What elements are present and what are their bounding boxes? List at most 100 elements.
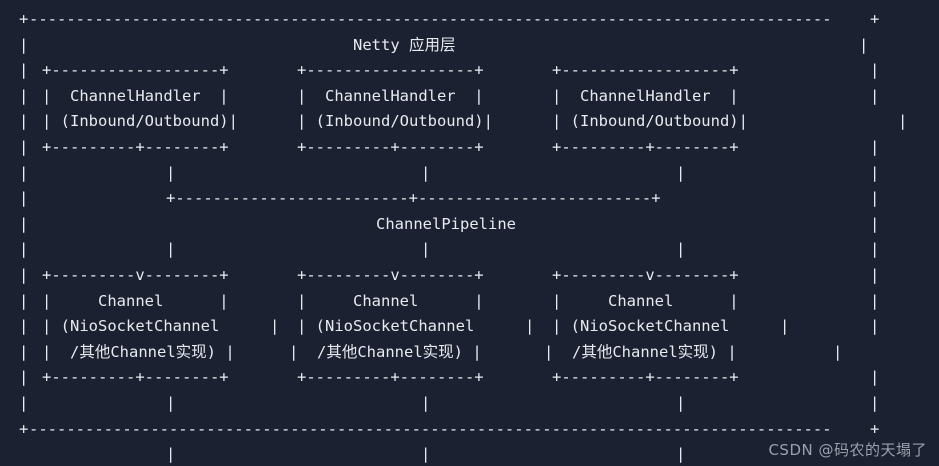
handler-box-bottom-cell-0: | xyxy=(19,138,29,156)
pipeline-bus-row-cell-0: | xyxy=(19,189,29,208)
connector-row-1-cell-4: | xyxy=(870,163,880,182)
connector-row-1: | | | | | xyxy=(0,161,939,187)
channel-box-bottom-cell-1: +---------+--------+ xyxy=(42,368,229,387)
handler-sublabel-row: | (Inbound/Outbound)| | (Inbound/Outbound… xyxy=(0,109,939,135)
connector-row-2: | | | | | xyxy=(0,237,939,263)
title-row-cell-0: | xyxy=(19,35,29,54)
pipeline-label-row-cell-1: ChannelPipeline xyxy=(376,214,516,233)
outer-bottom-border-cell-0: + xyxy=(19,419,29,438)
pipeline-bus-row-cell-1: +-------------------------+-------------… xyxy=(166,189,661,208)
connector-row-2-cell-1: | xyxy=(166,240,176,259)
handler-sublabel-row-cell-4: | xyxy=(898,112,908,131)
channel-box-top: | +---------v--------+ +---------v--------… xyxy=(0,263,939,289)
handler-box-top-cell-3: +------------------+ xyxy=(552,61,739,80)
outer-bottom-border: +---------------------------------------… xyxy=(0,417,939,443)
pipeline-label-row-cell-0: | xyxy=(19,214,29,233)
connector-row-3: | | | | | xyxy=(0,391,939,417)
channel-label-row-cell-3: | Channel | xyxy=(552,291,739,310)
channel-sub1-row-cell-2: | xyxy=(270,317,280,336)
channel-label-row-cell-0: | xyxy=(19,291,29,310)
handler-box-top: | +------------------+ +------------------… xyxy=(0,58,939,84)
channel-sub1-row-cell-4: | xyxy=(525,317,535,336)
handler-sublabel-row-cell-0: | (Inbound/Outbound)| xyxy=(42,112,238,131)
connector-row-3-cell-2: | xyxy=(421,394,431,412)
handler-label-row-cell-4: | xyxy=(870,86,880,105)
channel-label-row-cell-1: | Channel | xyxy=(42,291,229,310)
connector-row-1-cell-3: | xyxy=(676,163,686,182)
handler-label-row-cell-1: | ChannelHandler | xyxy=(42,86,229,105)
connector-row-2-cell-2: | xyxy=(421,240,431,259)
channel-sub1-row-cell-0: | xyxy=(19,317,29,336)
handler-box-bottom-cell-3: +---------+--------+ xyxy=(552,138,739,156)
channel-sub2-row-cell-3: | /其他Channel实现) | xyxy=(544,342,737,361)
channel-label-row-cell-2: | Channel | xyxy=(297,291,484,310)
channel-sub2-row-cell-4: | xyxy=(833,342,843,361)
connector-row-1-cell-1: | xyxy=(166,163,176,182)
channel-box-top-cell-2: +---------v--------+ xyxy=(297,266,484,284)
handler-label-row-cell-3: | ChannelHandler | xyxy=(552,86,739,105)
channel-label-row: | | Channel | | Channel | | Channel | | xyxy=(0,289,939,315)
handler-label-row: | | ChannelHandler | | ChannelHandler | | C… xyxy=(0,84,939,110)
channel-sub1-row-cell-7: | xyxy=(870,317,880,336)
channel-box-top-cell-1: +---------v--------+ xyxy=(42,266,229,284)
title-row-cell-1: Netty 应用层 xyxy=(353,35,456,54)
connector-row-2-cell-4: | xyxy=(870,240,880,259)
channel-box-bottom: | +---------+--------+ +---------+--------… xyxy=(0,365,939,391)
channel-sub1-row-cell-1: | (NioSocketChannel xyxy=(42,317,220,336)
handler-box-bottom-cell-2: +---------+--------+ xyxy=(297,138,484,156)
outer-bottom-border-cell-2: + xyxy=(870,419,880,438)
channel-box-bottom-cell-3: +---------+--------+ xyxy=(552,368,739,387)
channel-box-bottom-cell-2: +---------+--------+ xyxy=(297,368,484,387)
channel-sub2-row: | | /其他Channel实现) | | /其他Channel实现) | | /其他… xyxy=(0,340,939,366)
channel-sub1-row-cell-3: | (NioSocketChannel xyxy=(297,317,475,336)
channel-box-bottom-cell-4: | xyxy=(870,368,880,387)
outer-top-border-cell-2: + xyxy=(870,10,880,28)
tail-connector-row-cell-0: | xyxy=(166,445,176,464)
handler-sublabel-row-cell-1: | (Inbound/Outbound)| xyxy=(297,112,493,131)
handler-box-top-cell-4: | xyxy=(870,61,880,80)
handler-box-top-cell-1: +------------------+ xyxy=(42,61,229,80)
pipeline-label-row-cell-2: | xyxy=(870,214,880,233)
handler-box-bottom-cell-1: +---------+--------+ xyxy=(42,138,229,156)
channel-sub2-row-cell-0: | xyxy=(19,342,29,361)
handler-box-top-cell-0: | xyxy=(19,61,29,80)
connector-row-3-cell-1: | xyxy=(166,394,176,412)
channel-sub2-row-cell-2: | /其他Channel实现) | xyxy=(289,342,482,361)
connector-row-1-cell-2: | xyxy=(421,163,431,182)
connector-row-3-cell-3: | xyxy=(676,394,686,412)
pipeline-label-row: | ChannelPipeline | xyxy=(0,212,939,238)
channel-sub1-row-cell-5: | (NioSocketChannel xyxy=(552,317,730,336)
channel-box-top-cell-3: +---------v--------+ xyxy=(552,266,739,284)
outer-top-border-cell-1: ----------------------------------------… xyxy=(29,10,832,28)
connector-row-3-cell-0: | xyxy=(19,394,29,412)
title-row: | Netty 应用层 | xyxy=(0,33,939,59)
connector-row-3-cell-4: | xyxy=(870,394,880,412)
outer-top-border-cell-0: + xyxy=(19,10,29,28)
connector-row-2-cell-0: | xyxy=(19,240,29,259)
pipeline-bus-row-cell-2: | xyxy=(870,189,880,208)
channel-box-bottom-cell-0: | xyxy=(19,368,29,387)
handler-sublabel-row-cell-2: | (Inbound/Outbound)| xyxy=(552,112,748,131)
handler-box-bottom-cell-4: | xyxy=(870,138,880,156)
title-row-cell-2: | xyxy=(859,35,869,54)
handler-label-row-cell-2: | ChannelHandler | xyxy=(297,86,484,105)
channel-sub1-row: | | (NioSocketChannel | | (NioSocketChannel… xyxy=(0,314,939,340)
channel-sub2-row-cell-1: | /其他Channel实现) | xyxy=(42,342,235,361)
connector-row-1-cell-0: | xyxy=(19,163,29,182)
handler-box-bottom: | +---------+--------+ +---------+--------… xyxy=(0,135,939,161)
csdn-watermark: CSDN @码农的天塌了 xyxy=(768,441,927,459)
pipeline-bus-row: | +-------------------------+------------… xyxy=(0,186,939,212)
connector-row-2-cell-3: | xyxy=(676,240,686,259)
handler-box-top-cell-2: +------------------+ xyxy=(297,61,484,80)
channel-label-row-cell-4: | xyxy=(870,291,880,310)
handler-sublabel-row-cell-3: | xyxy=(19,112,29,131)
channel-sub1-row-cell-6: | xyxy=(780,317,790,336)
channel-box-top-cell-4: | xyxy=(870,266,880,284)
tail-connector-row-cell-2: | xyxy=(676,445,686,464)
handler-label-row-cell-0: | xyxy=(19,86,29,105)
channel-box-top-cell-0: | xyxy=(19,266,29,284)
outer-bottom-border-cell-1: ----------------------------------------… xyxy=(29,419,832,438)
outer-top-border: +---------------------------------------… xyxy=(0,7,939,33)
tail-connector-row: ||| xyxy=(0,442,939,466)
